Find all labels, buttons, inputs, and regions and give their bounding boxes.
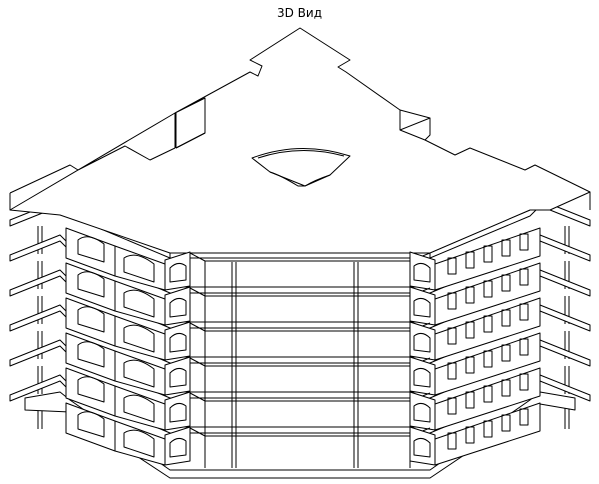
arched-window bbox=[77, 236, 105, 263]
arched-window bbox=[169, 437, 187, 458]
central-facade bbox=[189, 357, 431, 395]
arched-window bbox=[169, 332, 187, 353]
arched-window bbox=[169, 367, 187, 388]
arched-window bbox=[169, 402, 187, 423]
arched-window bbox=[413, 262, 431, 283]
window bbox=[465, 391, 475, 409]
arched-window bbox=[77, 306, 105, 333]
window bbox=[483, 420, 493, 438]
arched-window bbox=[413, 402, 431, 423]
window bbox=[447, 327, 457, 345]
arched-window bbox=[77, 376, 105, 403]
window bbox=[483, 350, 493, 368]
central-facade bbox=[189, 252, 431, 290]
window bbox=[519, 233, 529, 251]
arched-window bbox=[123, 394, 155, 423]
window bbox=[447, 432, 457, 450]
arched-window bbox=[413, 297, 431, 318]
arched-window bbox=[77, 411, 105, 438]
central-facade bbox=[189, 287, 431, 325]
window bbox=[501, 274, 511, 292]
arched-window bbox=[123, 429, 155, 458]
window bbox=[483, 245, 493, 263]
arched-window bbox=[123, 324, 155, 353]
window bbox=[519, 338, 529, 356]
arched-window bbox=[413, 332, 431, 353]
arched-window bbox=[123, 289, 155, 318]
window bbox=[465, 356, 475, 374]
front-facade bbox=[65, 227, 541, 468]
arched-window bbox=[123, 359, 155, 388]
arched-window bbox=[77, 271, 105, 298]
window bbox=[465, 321, 475, 339]
window bbox=[519, 268, 529, 286]
window bbox=[465, 286, 475, 304]
window bbox=[519, 373, 529, 391]
arched-window bbox=[123, 254, 155, 283]
window bbox=[483, 385, 493, 403]
arched-window bbox=[413, 367, 431, 388]
arched-window bbox=[77, 341, 105, 368]
arched-window bbox=[169, 262, 187, 283]
window bbox=[483, 280, 493, 298]
window bbox=[501, 379, 511, 397]
central-facade bbox=[189, 427, 431, 465]
window bbox=[447, 292, 457, 310]
window bbox=[501, 344, 511, 362]
window bbox=[501, 414, 511, 432]
window bbox=[465, 426, 475, 444]
window bbox=[501, 239, 511, 257]
arched-window bbox=[169, 297, 187, 318]
arched-window bbox=[413, 437, 431, 458]
window bbox=[519, 303, 529, 321]
window bbox=[519, 408, 529, 426]
window bbox=[465, 251, 475, 269]
central-facade bbox=[189, 392, 431, 430]
window bbox=[447, 397, 457, 415]
window bbox=[501, 309, 511, 327]
window bbox=[447, 362, 457, 380]
window bbox=[447, 257, 457, 275]
window bbox=[483, 315, 493, 333]
central-facade bbox=[189, 322, 431, 360]
view-title: 3D Вид bbox=[276, 6, 323, 20]
roof-slab bbox=[9, 27, 591, 262]
